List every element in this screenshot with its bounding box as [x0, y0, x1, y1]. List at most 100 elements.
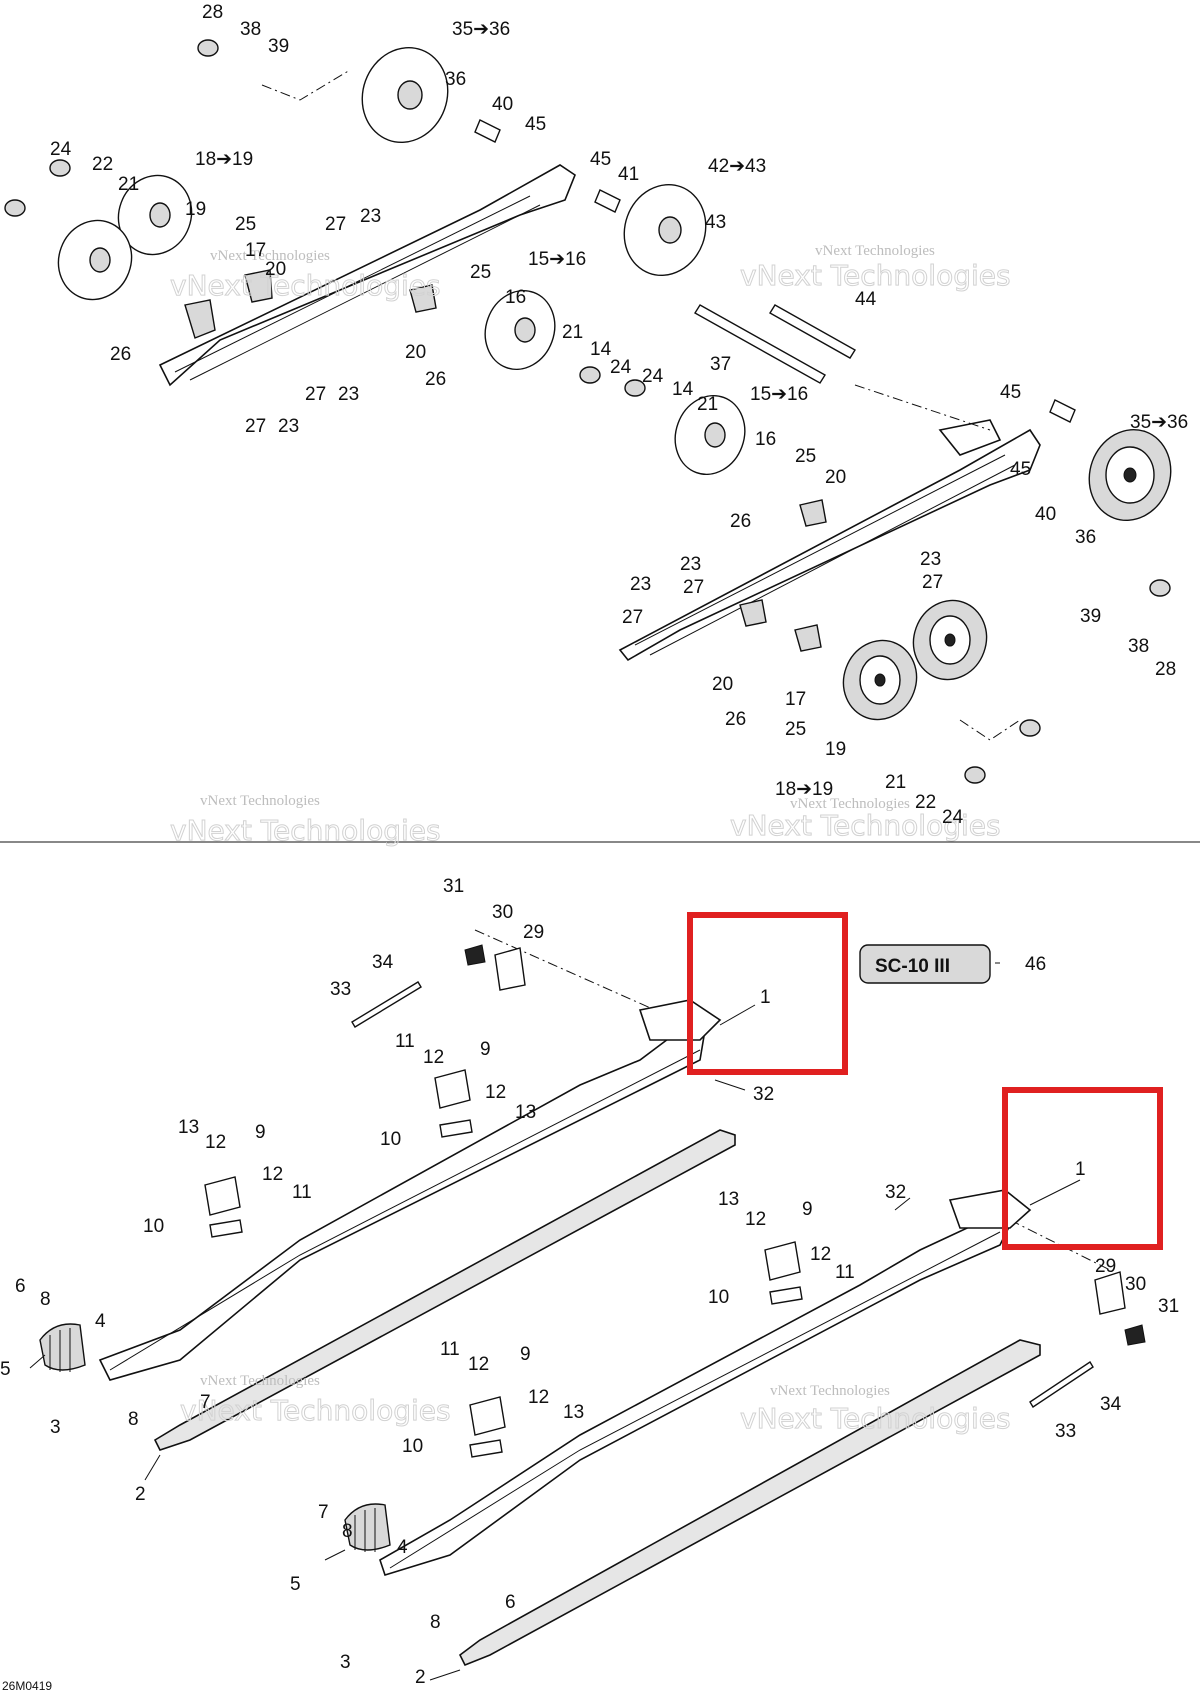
callout: 21	[562, 322, 583, 343]
idler-wheel-18c	[912, 599, 988, 681]
callout: 31	[443, 876, 464, 897]
callout: 45	[590, 149, 611, 170]
callout: 32	[885, 1182, 906, 1203]
callout: 34	[1100, 1394, 1122, 1415]
callout: 24	[942, 807, 964, 828]
svg-text:vNext Technologies: vNext Technologies	[770, 1383, 890, 1399]
callout: 27	[922, 572, 943, 593]
callout: 27	[622, 607, 643, 628]
callout: 1	[1075, 1159, 1086, 1180]
callout: 18➔19	[195, 149, 253, 170]
callout: 22	[915, 792, 936, 813]
sc10-decal: SC-10 III	[859, 944, 991, 984]
callout: 30	[492, 902, 513, 923]
callout: 37	[710, 354, 731, 375]
callout: 8	[40, 1289, 51, 1310]
callout: 20	[265, 259, 286, 280]
callout: 45	[525, 114, 546, 135]
callout: 15➔16	[528, 249, 586, 270]
callout: 30	[1125, 1274, 1146, 1295]
callout: 35➔36	[1130, 412, 1188, 433]
callout: 39	[268, 36, 289, 57]
idler-wheel-18d	[842, 639, 918, 721]
svg-text:vNext Technologies: vNext Technologies	[180, 1394, 451, 1427]
callout: 13	[178, 1117, 199, 1138]
callout: 20	[405, 342, 426, 363]
callout: 20	[712, 674, 733, 695]
callout: 43	[705, 212, 726, 233]
callout: 12	[468, 1354, 489, 1375]
rail-tip-right	[344, 1503, 391, 1552]
callout: 2	[415, 1667, 426, 1688]
svg-text:vNext Technologies: vNext Technologies	[740, 1402, 1011, 1435]
callout: 45	[1010, 459, 1031, 480]
left-slide-rail	[98, 999, 722, 1381]
idler-wheel-35b	[1088, 428, 1172, 522]
hardware-top	[4, 39, 1171, 784]
callout: 12	[262, 1164, 283, 1185]
callout: 12	[745, 1209, 766, 1230]
callout: 5	[290, 1574, 301, 1595]
svg-text:vNext Technologies: vNext Technologies	[210, 248, 330, 264]
callout: 34	[372, 952, 394, 973]
callout: 7	[318, 1502, 329, 1523]
callout: 42➔43	[708, 156, 766, 177]
left-suspension-rail	[158, 164, 576, 387]
highlight-box-part-1-right	[1002, 1087, 1163, 1250]
callout: 13	[515, 1102, 536, 1123]
callout: 33	[330, 979, 351, 1000]
callout: 23	[360, 206, 381, 227]
callout: 24	[610, 357, 632, 378]
callout: 19	[185, 199, 206, 220]
callout: 24	[642, 366, 664, 387]
callout: 14	[590, 339, 612, 360]
callout: 23	[338, 384, 359, 405]
callout: 31	[1158, 1296, 1179, 1317]
callout: 19	[825, 739, 846, 760]
left-runner-wear-strip	[153, 1129, 736, 1451]
callout: 38	[240, 19, 261, 40]
decal-text: SC-10 III	[875, 956, 950, 977]
callout: 23	[630, 574, 651, 595]
right-runner-wear-strip	[458, 1339, 1041, 1667]
callout: 46	[1025, 954, 1046, 975]
callout: 23	[680, 554, 701, 575]
callout: 22	[92, 154, 113, 175]
callout: 29	[1095, 1256, 1116, 1277]
callout: 23	[920, 549, 941, 570]
callout: 33	[1055, 1421, 1076, 1442]
svg-text:vNext Technologies: vNext Technologies	[815, 243, 935, 259]
callout: 40	[1035, 504, 1056, 525]
callout: 27	[245, 416, 266, 437]
callout: 45	[1000, 382, 1021, 403]
callout: 5	[0, 1359, 11, 1380]
callout: 9	[480, 1039, 491, 1060]
callout: 11	[395, 1031, 415, 1052]
callout: 27	[325, 214, 346, 235]
idler-wheel-42	[623, 183, 707, 277]
idler-wheel-15a	[484, 289, 556, 371]
callout: 14	[672, 379, 694, 400]
svg-text:vNext Technologies: vNext Technologies	[790, 796, 910, 812]
callout: 15➔16	[750, 384, 808, 405]
callout: 35➔36	[452, 19, 510, 40]
callout: 12	[528, 1387, 549, 1408]
svg-text:vNext Technologies: vNext Technologies	[170, 269, 441, 302]
callout: 7	[200, 1392, 211, 1413]
callout: 23	[278, 416, 299, 437]
callout: 38	[1128, 636, 1149, 657]
callout: 10	[402, 1436, 423, 1457]
callout: 25	[785, 719, 806, 740]
callout: 21	[118, 174, 139, 195]
idler-wheel-18b	[57, 219, 133, 301]
callout: 25	[235, 214, 256, 235]
callout: 12	[423, 1047, 444, 1068]
callout: 21	[697, 394, 718, 415]
callout: 10	[380, 1129, 401, 1150]
callout: 25	[795, 446, 816, 467]
callout: 12	[205, 1132, 226, 1153]
idler-wheel-35	[361, 46, 449, 144]
svg-text:vNext Technologies: vNext Technologies	[200, 793, 320, 809]
svg-text:vNext Technologies: vNext Technologies	[170, 814, 441, 847]
callout: 4	[397, 1537, 408, 1558]
